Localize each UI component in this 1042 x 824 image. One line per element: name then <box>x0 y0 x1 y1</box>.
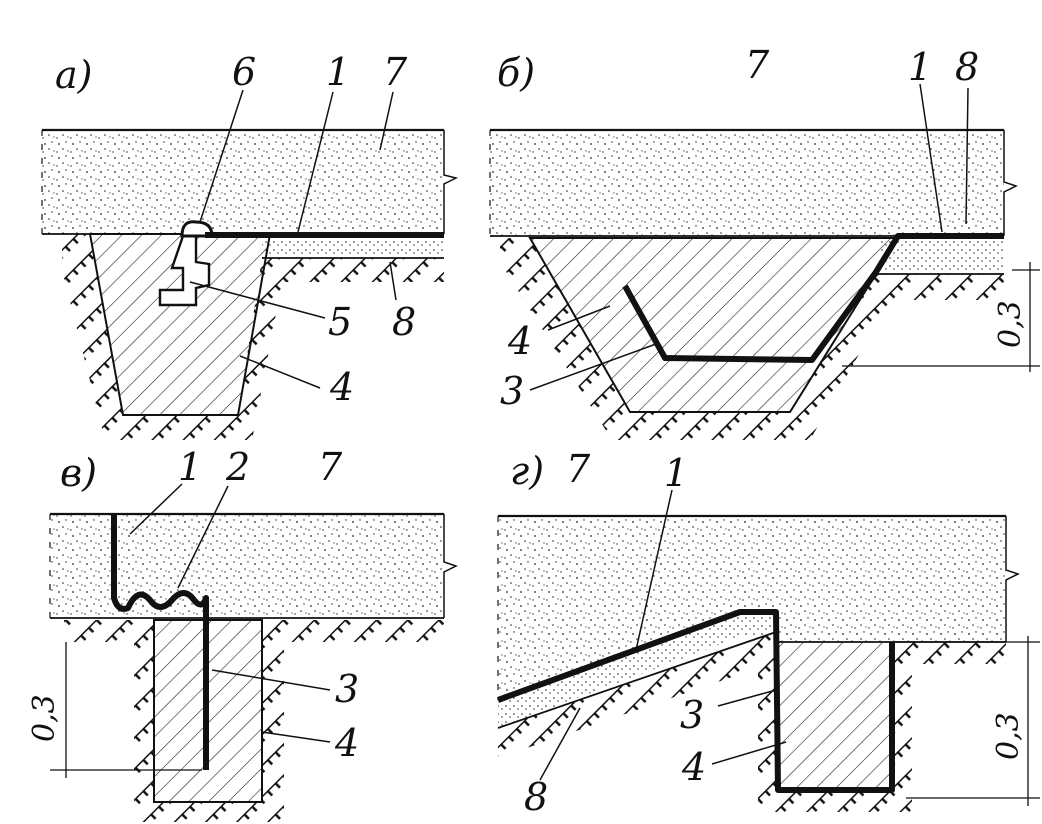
callout-label: 1 <box>908 45 932 89</box>
sand-bed <box>498 614 776 728</box>
callout-label: 5 <box>328 300 352 344</box>
callout-label: 2 <box>225 445 250 489</box>
callout-label: 3 <box>680 693 704 737</box>
callout-label: 4 <box>329 365 354 409</box>
soil-hatch <box>498 632 1006 812</box>
concrete-fill <box>528 237 900 413</box>
callout-label: 1 <box>664 451 688 495</box>
reinforcement-bent <box>622 233 1004 363</box>
panel-label: б) <box>497 51 535 95</box>
soil-hatch <box>500 238 1004 440</box>
callout-label: 6 <box>232 50 256 94</box>
pavement-slab <box>498 516 1006 700</box>
callout-label: 4 <box>334 721 359 765</box>
panel-v: в) 0,3 1 2 7 3 4 <box>27 445 458 822</box>
pavement-slab <box>42 130 444 234</box>
callout-label: 3 <box>335 667 359 711</box>
sealant-bead <box>180 220 214 238</box>
callout-label: 1 <box>178 445 202 489</box>
sand-bed <box>262 236 444 258</box>
panel-label: в) <box>60 451 97 495</box>
callout-label: 7 <box>745 43 770 87</box>
soil-hatch <box>64 620 444 822</box>
panel-label: г) <box>510 449 544 493</box>
callout-label: 3 <box>500 369 524 413</box>
panel-g: г) 0,3 7 1 3 4 8 <box>496 447 1040 819</box>
profile-strip <box>158 234 211 307</box>
callout-label: 4 <box>681 745 706 789</box>
callout-label: 4 <box>507 319 532 363</box>
reinforcement-wave <box>111 514 209 770</box>
callout-label: 7 <box>318 445 343 489</box>
pavement-slab <box>490 130 1004 236</box>
dimension-label: 0,3 <box>991 712 1026 760</box>
callout-label: 7 <box>383 50 408 94</box>
concrete-fill <box>776 642 892 790</box>
callout-label: 1 <box>326 50 350 94</box>
soil-hatch <box>62 234 444 440</box>
dimension-label: 0,3 <box>993 300 1028 348</box>
callout-label: 8 <box>955 45 979 89</box>
sand-bed <box>880 238 1004 274</box>
callout-label: 7 <box>566 447 591 491</box>
reinforcement-bent <box>496 609 895 793</box>
dimension-label: 0,3 <box>27 694 62 742</box>
callout-label: 8 <box>392 300 416 344</box>
panel-b: б) 0,3 7 1 8 4 3 <box>489 43 1040 440</box>
panel-label: a) <box>55 53 92 97</box>
pavement-slab <box>50 514 444 618</box>
panel-a: a) 6 1 7 5 8 4 <box>41 50 459 440</box>
callout-label: 8 <box>524 775 548 819</box>
